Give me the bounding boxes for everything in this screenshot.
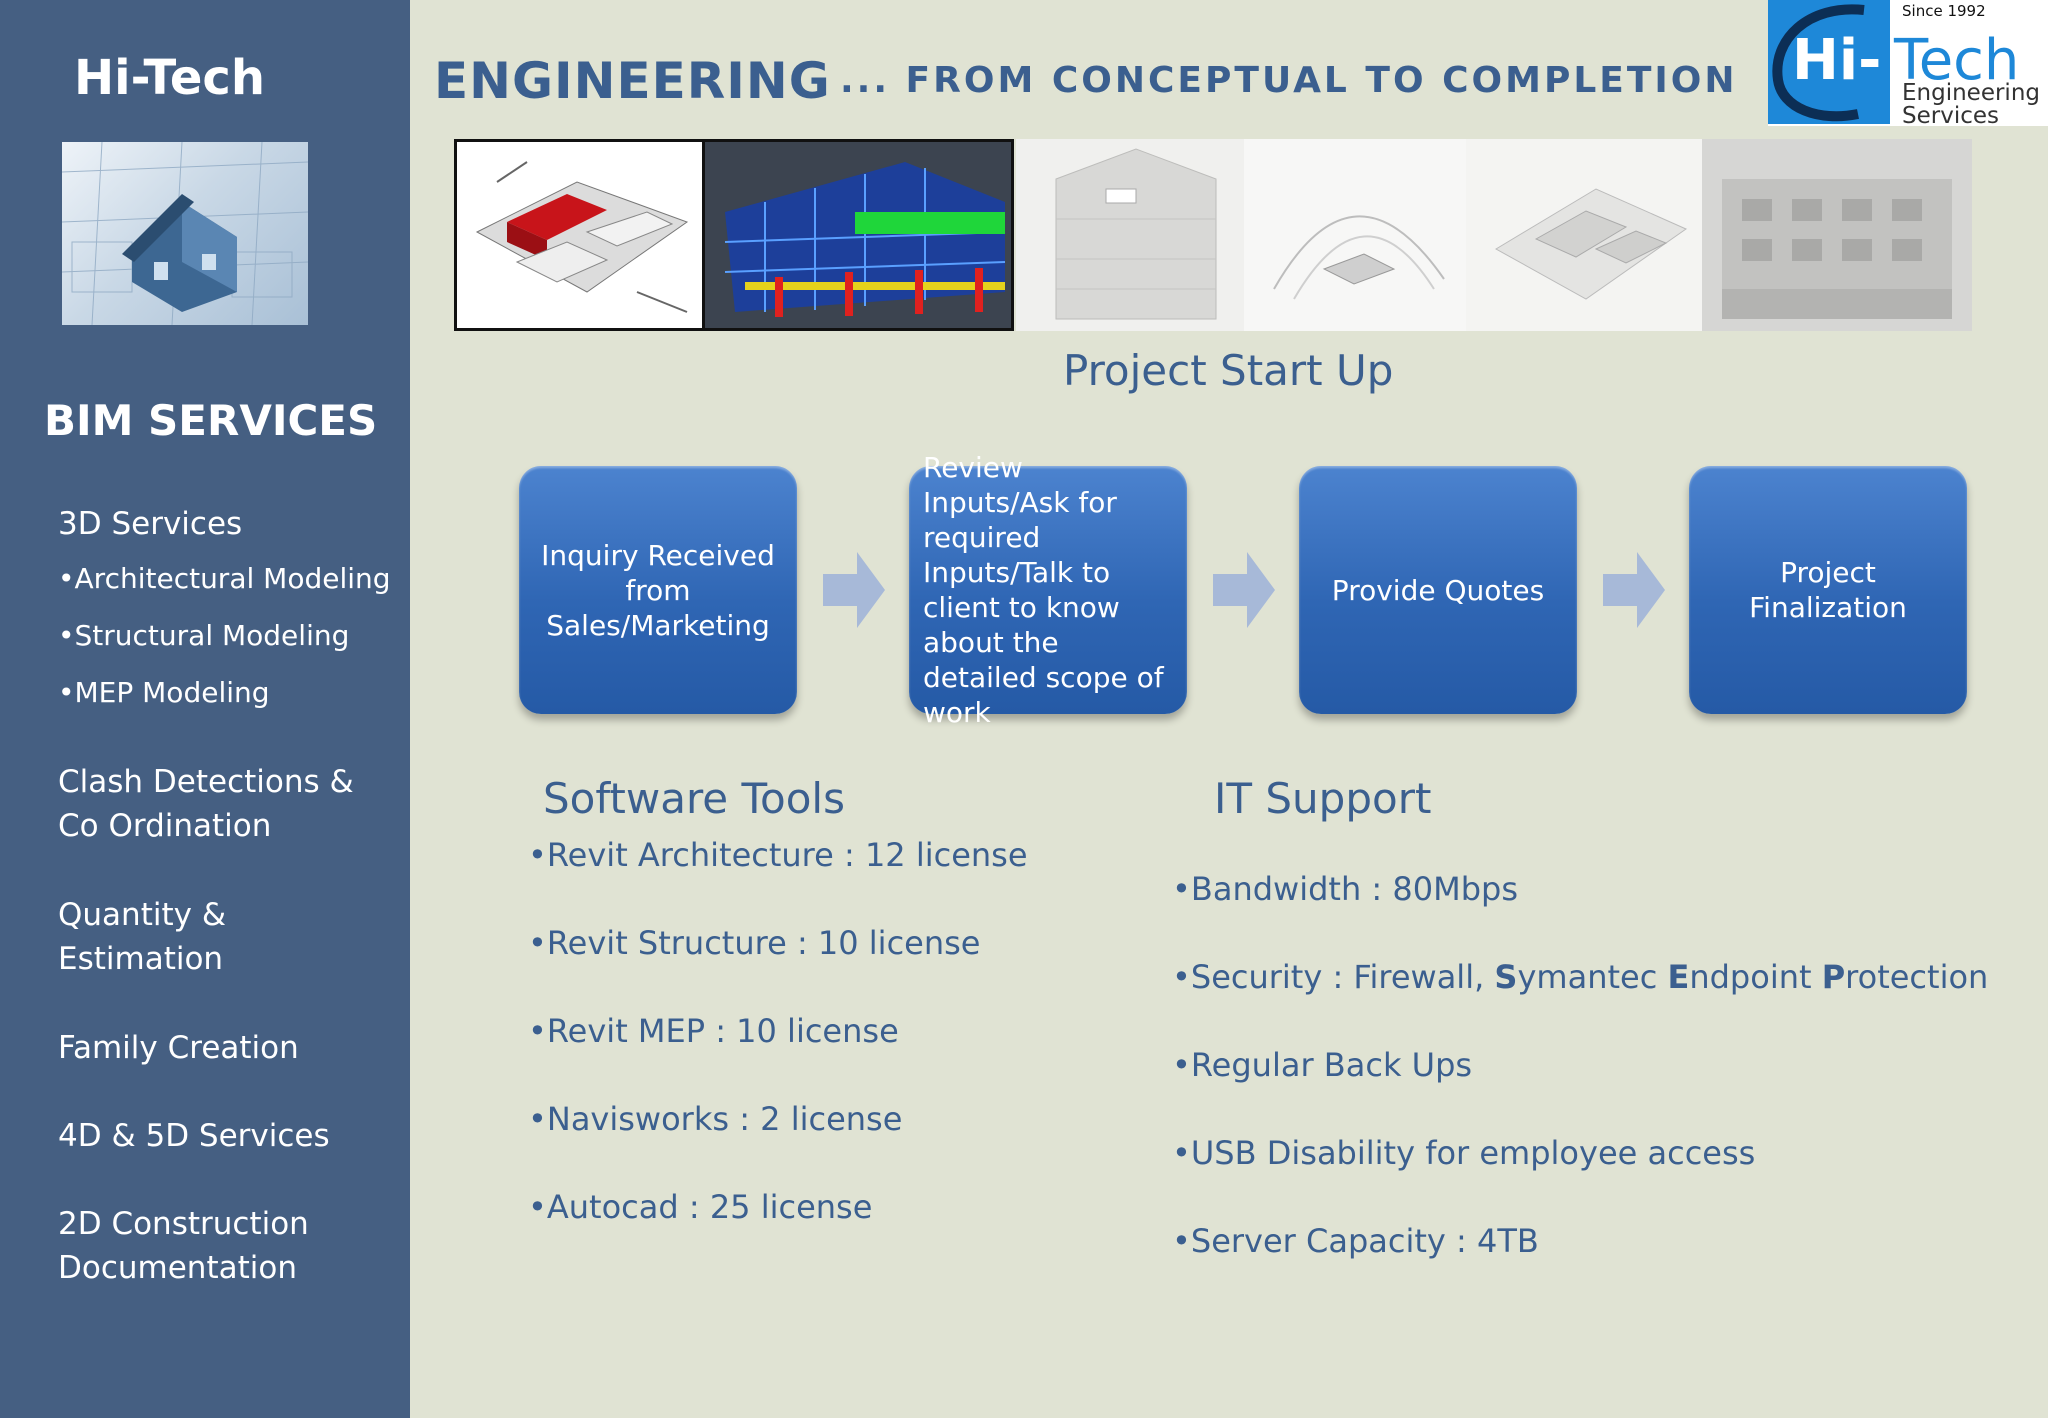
header-tagline: ... FROM CONCEPTUAL TO COMPLETION <box>840 60 1738 101</box>
sidebar-item-coordination: Co Ordination <box>58 808 272 844</box>
software-item-revit-mep: •Revit MEP : 10 license <box>528 1012 899 1050</box>
software-item-revit-architecture: •Revit Architecture : 12 license <box>528 836 1028 874</box>
sidebar-item-family-creation: Family Creation <box>58 1030 299 1066</box>
sidebar-subitem-structural: •Structural Modeling <box>58 619 350 652</box>
it-security-p-rest: rotection <box>1845 958 1989 996</box>
process-step-finalization: Project Finalization <box>1689 466 1967 714</box>
logo-hi: Hi- <box>1792 28 1882 93</box>
it-security-prefix: •Security : Firewall, <box>1172 958 1495 996</box>
process-step-label: Provide Quotes <box>1331 573 1545 607</box>
sidebar-subitem-mep: •MEP Modeling <box>58 676 270 709</box>
floorplan-3d-image <box>454 139 705 331</box>
logo-subtitle: Engineering Services <box>1902 82 2040 128</box>
it-item-server: •Server Capacity : 4TB <box>1172 1222 1539 1260</box>
apartment-building-image <box>1702 139 1972 331</box>
dome-render-image <box>1244 139 1466 331</box>
logo-line-2: Services <box>1902 103 1999 129</box>
it-item-usb: •USB Disability for employee access <box>1172 1134 1756 1172</box>
project-startup-title: Project Start Up <box>1063 346 1394 395</box>
logo-line-1: Engineering <box>1902 80 2040 106</box>
process-step-review-inputs: Review Inputs/Ask for required Inputs/Ta… <box>909 451 1187 729</box>
software-tools-title: Software Tools <box>543 774 845 823</box>
process-step-provide-quotes: Provide Quotes <box>1299 466 1577 714</box>
apartment-plan-image <box>1466 139 1702 331</box>
it-support-title: IT Support <box>1214 774 1432 823</box>
it-security-e-rest: ndpoint <box>1689 958 1822 996</box>
it-security-s-rest: ymantec <box>1517 958 1668 996</box>
software-item-navisworks: •Navisworks : 2 license <box>528 1100 903 1138</box>
process-step-inquiry: Inquiry Received from Sales/Marketing <box>519 466 797 714</box>
it-item-security: •Security : Firewall, Symantec Endpoint … <box>1172 958 1988 996</box>
it-item-backups: •Regular Back Ups <box>1172 1046 1473 1084</box>
arrow-right-icon <box>823 552 885 628</box>
sidebar-item-clash-detections: Clash Detections & <box>58 764 354 800</box>
sidebar: Hi-Tech BIM SERVICES 3D Services •Archit… <box>0 0 410 1418</box>
it-security-p: P <box>1821 958 1846 996</box>
arrow-right-icon <box>1603 552 1665 628</box>
process-step-label: Inquiry Received from Sales/Marketing <box>541 538 775 642</box>
house-blueprint-image <box>62 142 308 325</box>
sidebar-brand: Hi-Tech <box>74 50 266 106</box>
it-security-s: S <box>1494 958 1518 996</box>
sidebar-item-3d-services: 3D Services <box>58 506 243 542</box>
logo-since: Since 1992 <box>1902 2 1986 20</box>
it-security-e: E <box>1667 958 1690 996</box>
building-bim-image <box>702 139 1014 331</box>
sidebar-item-estimation: Estimation <box>58 941 224 977</box>
tower-render-image <box>1016 139 1244 331</box>
logo-swoosh <box>1768 0 1890 124</box>
software-item-revit-structure: •Revit Structure : 10 license <box>528 924 981 962</box>
process-step-label: Review Inputs/Ask for required Inputs/Ta… <box>923 451 1164 729</box>
arrow-right-icon <box>1213 552 1275 628</box>
sidebar-item-4d-5d: 4D & 5D Services <box>58 1118 330 1154</box>
sidebar-item-2d-construction: 2D Construction <box>58 1206 309 1242</box>
header-title: ENGINEERING <box>434 52 831 110</box>
process-step-label: Project Finalization <box>1749 556 1907 624</box>
it-item-bandwidth: •Bandwidth : 80Mbps <box>1172 870 1518 908</box>
sidebar-item-quantity: Quantity & <box>58 897 226 933</box>
company-logo: Since 1992 Hi- Tech Engineering Services <box>1768 0 2048 128</box>
bim-services-title: BIM SERVICES <box>44 396 378 445</box>
software-item-autocad: •Autocad : 25 license <box>528 1188 873 1226</box>
sidebar-subitem-architectural: •Architectural Modeling <box>58 562 391 595</box>
sidebar-item-documentation: Documentation <box>58 1250 297 1286</box>
logo-tech: Tech <box>1894 28 2020 93</box>
